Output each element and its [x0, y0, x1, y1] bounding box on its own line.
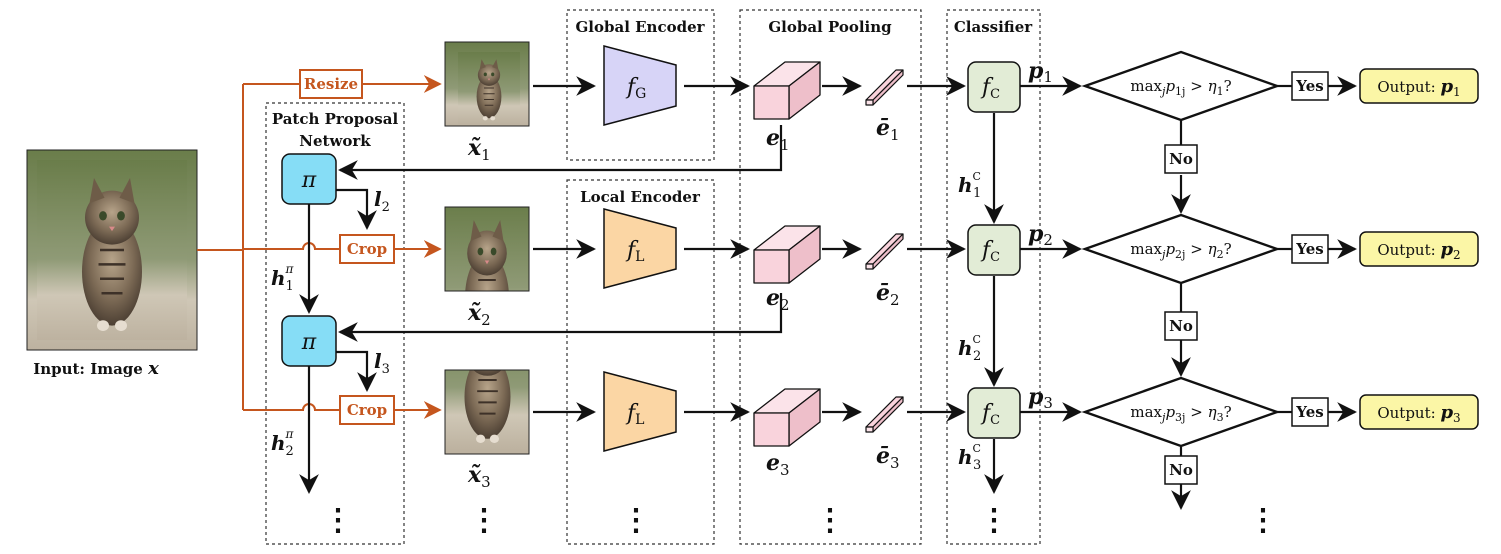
- input-image-label: Input: Image x: [33, 358, 159, 379]
- resize-op: Resize: [299, 69, 363, 99]
- local-encoder-box: [566, 179, 715, 545]
- svg-text:Yes: Yes: [1295, 240, 1323, 258]
- no-box-1: No: [1164, 144, 1198, 174]
- svg-text:Output: p2: Output: p2: [1377, 239, 1460, 262]
- label-e1: e1: [766, 125, 790, 154]
- label-e2-bar: ē2: [876, 280, 900, 309]
- local-encoder-2: fL: [603, 371, 677, 452]
- feature-map-3: [753, 388, 821, 447]
- classifier-box: [946, 9, 1041, 545]
- svg-text:π: π: [301, 330, 317, 355]
- svg-text:Yes: Yes: [1295, 77, 1323, 95]
- pooled-vector-2: [865, 233, 904, 270]
- pooled-vector-1: [865, 69, 904, 106]
- label-x1: x̃1: [467, 135, 491, 164]
- classifier-1: fC: [967, 61, 1021, 113]
- label-e2: e2: [766, 285, 790, 314]
- svg-text:maxjp1j > η1?: maxjp1j > η1?: [1130, 77, 1231, 98]
- svg-text:Output: p3: Output: p3: [1377, 402, 1460, 425]
- global-pooling-title: Global Pooling: [768, 18, 892, 36]
- decision-diamond-2: maxjp2j > η2?: [1081, 213, 1281, 285]
- svg-text:Crop: Crop: [347, 401, 387, 419]
- label-l2: l2: [374, 187, 390, 215]
- patch-proposal-title-line2: Network: [299, 132, 371, 150]
- decision-diamond-1: maxjp1j > η1?: [1081, 50, 1281, 122]
- yes-box-3: Yes: [1291, 397, 1329, 427]
- feature-map-2: [753, 225, 821, 284]
- local-encoder-1: fL: [603, 208, 677, 289]
- ellipsis-thumbnails: ⋮: [469, 503, 499, 538]
- no-box-2: No: [1164, 311, 1198, 341]
- ellipsis-classifier: ⋮: [979, 503, 1009, 538]
- output-box-2: Output: p2: [1359, 231, 1479, 267]
- policy-net-1: π: [281, 153, 337, 205]
- svg-text:No: No: [1169, 461, 1193, 479]
- global-pooling-box: [739, 9, 922, 545]
- ellipsis-policy: ⋮: [323, 503, 353, 538]
- feature-map-1: [753, 61, 821, 120]
- global-encoder-title: Global Encoder: [575, 18, 705, 36]
- svg-text:Output: p1: Output: p1: [1377, 76, 1460, 99]
- svg-text:Yes: Yes: [1295, 403, 1323, 421]
- ellipsis-encoder: ⋮: [621, 503, 651, 538]
- svg-text:Crop: Crop: [347, 240, 387, 258]
- patch-proposal-network-box: [265, 102, 405, 545]
- label-x3: x̃3: [467, 462, 491, 491]
- pooled-vector-3: [865, 396, 904, 433]
- input-image: [27, 150, 197, 350]
- thumbnail-1: [445, 42, 529, 126]
- svg-text:No: No: [1169, 317, 1193, 335]
- label-p3: p3: [1028, 384, 1053, 412]
- output-box-3: Output: p3: [1359, 394, 1479, 430]
- thumbnail-3: [445, 370, 529, 454]
- classifier-2: fC: [967, 224, 1021, 276]
- ellipsis-pooling: ⋮: [815, 503, 845, 538]
- label-e3: e3: [766, 450, 790, 479]
- decision-diamond-3: maxjp3j > η3?: [1081, 376, 1281, 448]
- label-x2: x̃2: [467, 300, 491, 329]
- main-flow-arrows: [533, 76, 966, 422]
- thumbnail-2: [445, 207, 529, 291]
- no-box-3: No: [1164, 455, 1198, 485]
- yes-box-2: Yes: [1291, 234, 1329, 264]
- svg-text:maxjp3j > η3?: maxjp3j > η3?: [1130, 403, 1231, 424]
- svg-text:π: π: [301, 168, 317, 193]
- patch-proposal-title-line1: Patch Proposal: [272, 110, 399, 128]
- yes-box-1: Yes: [1291, 71, 1329, 101]
- classifier-3: fC: [967, 387, 1021, 439]
- svg-text:maxjp2j > η2?: maxjp2j > η2?: [1130, 240, 1231, 261]
- label-e3-bar: ē3: [876, 443, 900, 472]
- global-encoder: fG: [603, 45, 677, 126]
- policy-net-2: π: [281, 315, 337, 367]
- classifier-title: Classifier: [954, 18, 1033, 36]
- svg-text:No: No: [1169, 150, 1193, 168]
- output-box-1: Output: p1: [1359, 68, 1479, 104]
- decision-arrows: [1020, 76, 1357, 510]
- svg-text:Resize: Resize: [304, 75, 358, 93]
- label-p2: p2: [1028, 221, 1053, 249]
- label-l3: l3: [374, 349, 390, 377]
- crop-op-1: Crop: [339, 234, 395, 264]
- ellipsis-output: ⋮: [1248, 503, 1278, 538]
- label-p1: p1: [1028, 58, 1053, 86]
- crop-op-2: Crop: [339, 395, 395, 425]
- label-e1-bar: ē1: [876, 115, 900, 144]
- local-encoder-title: Local Encoder: [580, 188, 701, 206]
- policy-connections: [299, 125, 783, 494]
